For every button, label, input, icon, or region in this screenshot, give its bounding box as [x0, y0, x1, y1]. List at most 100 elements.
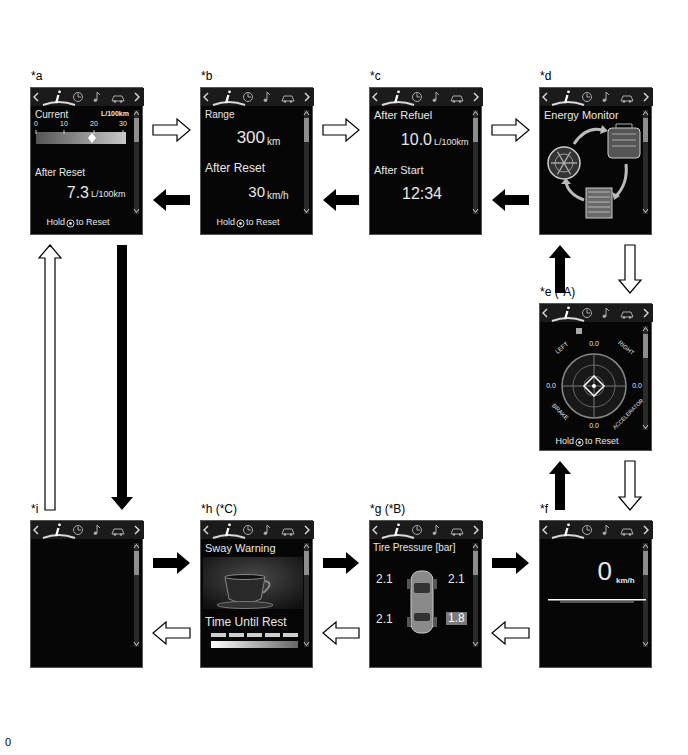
- screen-graphic: [623, 316, 626, 319]
- screen-text: LEFT: [554, 341, 569, 355]
- screen-graphic: [606, 308, 609, 316]
- screen-graphic: [397, 523, 400, 526]
- screen-graphic: [94, 99, 97, 102]
- display-screen: *e (*A)LEFT0.0RIGHT0.00.0BRAKE0.0ACCELER…: [539, 303, 652, 451]
- screen-graphic: [237, 220, 244, 227]
- screen-graphic: [621, 312, 633, 317]
- screen-graphic: [586, 188, 612, 218]
- screen-graphic: [414, 613, 430, 621]
- screen-graphic: [606, 92, 609, 100]
- screen-graphic: [643, 118, 648, 142]
- forward-arrow: [39, 245, 61, 510]
- screen-reference: *h (*C): [201, 502, 237, 516]
- screen-graphic: [34, 526, 38, 534]
- forward-arrow: [492, 622, 529, 644]
- screen-graphic: [603, 315, 606, 318]
- screen-graphic: [395, 95, 397, 103]
- screen-graphic: [548, 599, 646, 601]
- screen-graphic: [560, 601, 634, 603]
- screen-text: L/100km: [434, 138, 469, 148]
- screen-graphic: [584, 376, 604, 396]
- screen-graphic: [74, 526, 83, 535]
- screen-graphic: [135, 93, 139, 101]
- forward-arrow: [323, 119, 359, 141]
- screen-text: 0: [598, 557, 612, 586]
- screen-graphic: [567, 306, 570, 309]
- screen-graphic: [543, 526, 547, 534]
- screen-graphic: [552, 102, 584, 105]
- screen-graphic: [134, 543, 139, 647]
- screen-reference: *b: [201, 69, 212, 83]
- screen-graphic: [459, 533, 462, 536]
- forward-arrow: [619, 245, 641, 293]
- screen-text: 0.0: [546, 382, 556, 390]
- screen-text: Range: [205, 109, 234, 120]
- back-arrow: [492, 552, 529, 574]
- screen-graphic: [612, 192, 620, 200]
- screen-graphic: [413, 93, 422, 102]
- screen-graphic: [120, 533, 123, 536]
- screen-graphic: [283, 633, 298, 637]
- screen-graphic: [566, 182, 584, 200]
- screen-graphic: [395, 528, 397, 536]
- screen-graphic: [58, 523, 61, 526]
- screen-graphic: [290, 533, 293, 536]
- screen-graphic: [267, 525, 270, 533]
- screen-text: to Reset: [246, 218, 280, 228]
- screen-text: After Reset: [35, 167, 85, 178]
- screen-graphic: [587, 310, 590, 314]
- screen-graphic: [603, 99, 606, 102]
- screen-graphic: [564, 163, 571, 174]
- screen-graphic: [643, 543, 648, 647]
- forward-arrow: [153, 119, 190, 141]
- screen-graphic: [643, 334, 648, 358]
- display-screen: *h (*C)Sway WarningTime Until Rest: [200, 520, 313, 668]
- screen-text: 10.0: [401, 131, 432, 149]
- screen-text: 30: [248, 184, 265, 201]
- screen-graphic: [629, 316, 632, 319]
- screen-graphic: [453, 100, 456, 103]
- screen-graphic: [304, 543, 309, 647]
- screen-graphic: [474, 93, 478, 101]
- screen-graphic: [134, 209, 139, 213]
- screen-graphic: [583, 526, 592, 535]
- screen-graphic: [552, 535, 584, 538]
- screen-graphic: [203, 557, 303, 609]
- screen-graphic: [433, 617, 437, 627]
- screen-graphic: [373, 93, 377, 101]
- screen-graphic: [644, 309, 648, 317]
- screen-graphic: [552, 318, 584, 321]
- screen-graphic: [304, 209, 309, 213]
- screen-graphic: [574, 129, 602, 144]
- screen-graphic: [407, 579, 411, 589]
- screen-graphic: [564, 152, 571, 163]
- screen-graphic: [112, 529, 124, 534]
- screen-graphic: [643, 112, 648, 116]
- screen-graphic: [592, 384, 596, 388]
- screen-text: RIGHT: [617, 339, 636, 356]
- screen-graphic: [244, 93, 253, 102]
- screen-graphic: [282, 96, 294, 101]
- screen-graphic: [248, 527, 251, 531]
- screen-graphic: [436, 92, 439, 100]
- screen-graphic: [290, 100, 293, 103]
- screen-reference: *d: [540, 69, 551, 83]
- screen-graphic: [211, 641, 298, 648]
- screen-graphic: [304, 551, 309, 575]
- screen-graphic: [74, 93, 83, 102]
- screen-graphic: [284, 100, 287, 103]
- screen-graphic: [612, 124, 636, 146]
- screen-graphic: [562, 354, 626, 418]
- screen-reference: *g (*B): [370, 502, 405, 516]
- screen-graphic: [263, 581, 270, 593]
- screen-graphic: [587, 94, 590, 98]
- display-screen: *i: [30, 520, 143, 668]
- screen-graphic: [134, 551, 139, 575]
- screen-text: Tire Pressure [bar]: [373, 542, 455, 553]
- screen-graphic: [304, 112, 309, 116]
- display-screen: *bRange300kmAfter Reset30km/hHoldto Rese…: [200, 87, 313, 235]
- screen-graphic: [397, 90, 400, 93]
- screen-graphic: [600, 125, 608, 134]
- screen-graphic: [587, 527, 590, 531]
- screen-graphic: [623, 533, 626, 536]
